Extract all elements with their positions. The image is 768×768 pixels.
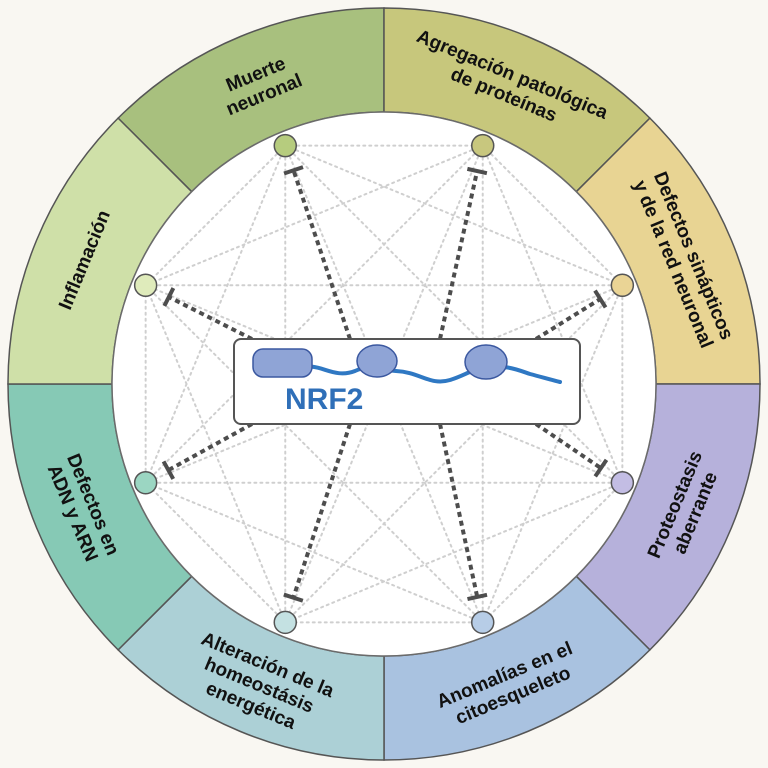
nrf2-label: NRF2 [285, 383, 363, 416]
inhibition-line [291, 423, 352, 599]
node-alteracion-homeostasis [273, 610, 298, 635]
nrf2-protein-box: NRF2 [233, 338, 581, 425]
inhibition-bar [593, 458, 609, 478]
node-agregacion-patologica [470, 133, 495, 158]
protein-domain-1 [252, 348, 313, 378]
web-link [284, 481, 624, 624]
protein-domain-2 [356, 344, 398, 378]
web-link [144, 144, 484, 287]
web-link [481, 481, 624, 624]
protein-domain-3 [464, 344, 508, 380]
inhibition-line [291, 169, 352, 340]
inhibition-bar [283, 592, 304, 603]
web-link [144, 481, 287, 624]
node-inflamacion [133, 273, 158, 298]
web-link [144, 481, 484, 624]
inhibition-line [534, 422, 602, 470]
inhibition-line [534, 297, 602, 341]
web-link [144, 284, 287, 624]
protein-chain [298, 364, 562, 384]
node-proteostasis-aberrante [610, 470, 635, 495]
web-link [481, 144, 624, 484]
inhibition-line [167, 295, 253, 341]
hallmark-nodes [133, 133, 635, 635]
web-link [284, 144, 624, 484]
web-link [284, 144, 624, 287]
inhibition-bar [467, 592, 488, 602]
web-link [481, 284, 624, 624]
inhibition-lines [161, 165, 609, 603]
node-defectos-adn-arn [133, 470, 158, 495]
web-link [144, 144, 484, 484]
web-link [481, 144, 624, 287]
inhibition-line [438, 170, 480, 340]
inhibition-line [438, 423, 480, 598]
inhibition-bar [283, 165, 304, 176]
web-link [144, 284, 484, 624]
inhibition-line [167, 422, 253, 472]
inhibition-bar [161, 460, 175, 480]
web-link [144, 144, 287, 287]
node-muerte-neuronal [273, 133, 298, 158]
inhibition-bar [593, 289, 608, 309]
inhibition-bar [466, 166, 488, 176]
inhibition-bar [162, 287, 176, 307]
node-defectos-sinapticos [610, 273, 635, 298]
node-anomalias-citoesqueleto [470, 610, 495, 635]
